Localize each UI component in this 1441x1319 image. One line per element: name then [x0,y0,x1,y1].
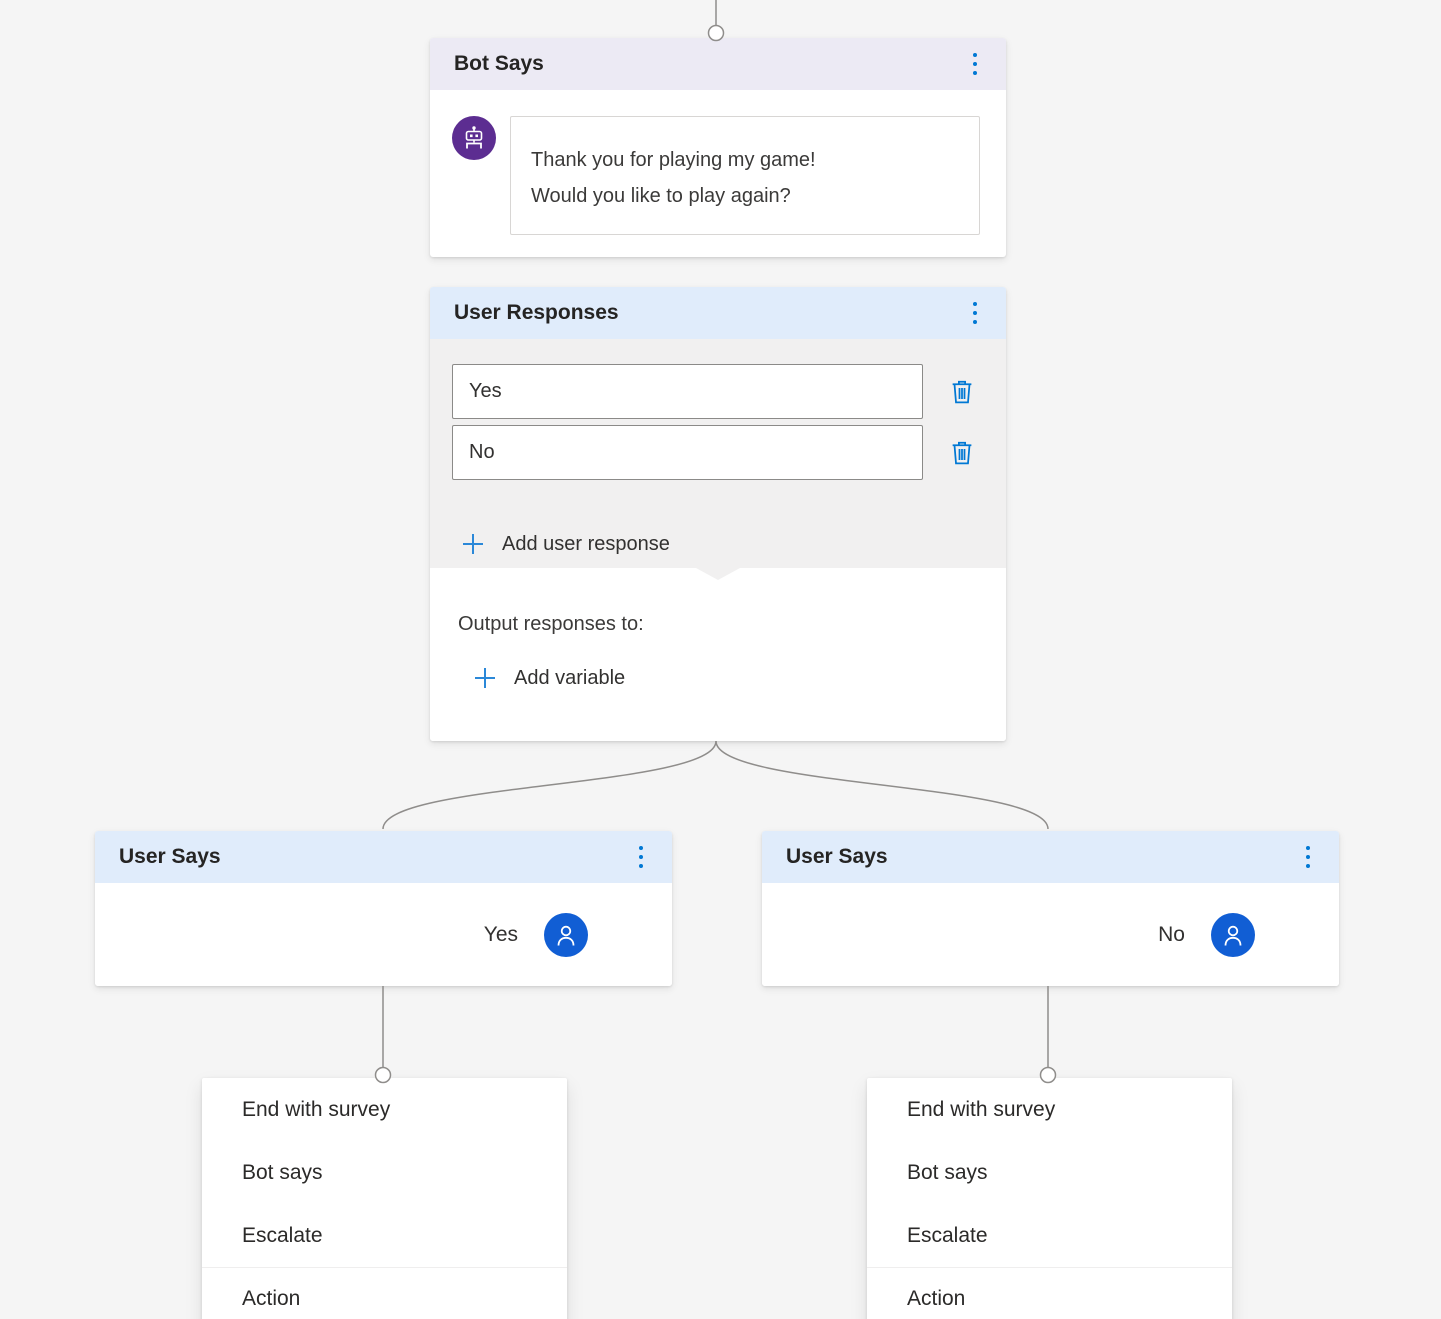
menu-item-action[interactable]: Action [867,1267,1232,1319]
bot-says-header: Bot Says [430,38,1006,90]
add-node-menu-right: End with survey Bot says Escalate Action [867,1078,1232,1319]
user-says-node-no[interactable]: User Says No [762,831,1339,986]
kebab-dot [639,864,643,868]
node-title: User Says [786,845,888,869]
add-user-response-label: Add user response [502,533,670,556]
menu-item-bot-says[interactable]: Bot says [202,1141,567,1204]
kebab-dot [1306,864,1310,868]
output-responses-label: Output responses to: [458,613,644,636]
kebab-dot [973,62,977,66]
node-title: Bot Says [454,52,544,76]
user-says-header: User Says [762,831,1339,883]
response-input[interactable] [452,364,923,419]
kebab-dot [973,302,977,306]
menu-item-escalate[interactable]: Escalate [867,1204,1232,1267]
kebab-dot [639,855,643,859]
add-variable-button[interactable]: Add variable [472,656,625,700]
menu-item-bot-says[interactable]: Bot says [867,1141,1232,1204]
node-title: User Says [119,845,221,869]
more-options-button[interactable] [1301,841,1315,873]
user-avatar [1211,913,1255,957]
kebab-dot [973,311,977,315]
bot-message-line: Would you like to play again? [531,178,959,214]
kebab-dot [973,320,977,324]
kebab-dot [1306,846,1310,850]
robot-icon [460,124,488,152]
trash-icon [947,438,977,468]
branch-connector-right [716,741,1048,829]
menu-item-action[interactable]: Action [202,1267,567,1319]
more-options-button[interactable] [634,841,648,873]
kebab-dot [1306,855,1310,859]
user-says-node-yes[interactable]: User Says Yes [95,831,672,986]
menu-item-escalate[interactable]: Escalate [202,1204,567,1267]
add-user-response-button[interactable]: Add user response [460,522,670,566]
trash-icon [947,377,977,407]
user-says-value: No [1158,923,1185,947]
user-says-value: Yes [484,923,518,947]
user-says-body: Yes [95,883,672,986]
section-notch [696,568,740,580]
branch-connector-left [383,741,716,829]
bot-message-line: Thank you for playing my game! [531,142,959,178]
person-icon [1218,920,1248,950]
user-responses-header: User Responses [430,287,1006,339]
kebab-dot [973,71,977,75]
plus-icon [472,665,498,691]
user-responses-node[interactable]: User Responses [430,287,1006,741]
more-options-button[interactable] [968,48,982,80]
add-variable-label: Add variable [514,667,625,690]
person-icon [551,920,581,950]
plus-icon [460,531,486,557]
delete-response-button[interactable] [944,435,980,471]
user-says-header: User Says [95,831,672,883]
node-title: User Responses [454,301,619,325]
user-says-body: No [762,883,1339,986]
menu-item-end-with-survey[interactable]: End with survey [867,1078,1232,1141]
add-node-menu-left: End with survey Bot says Escalate Action [202,1078,567,1319]
bot-message-field[interactable]: Thank you for playing my game! Would you… [510,116,980,235]
responses-section: Add user response [430,339,1006,568]
kebab-dot [639,846,643,850]
bot-says-node[interactable]: Bot Says Thank you for playing my game! … [430,38,1006,257]
output-section: Output responses to: Add variable [430,568,1006,741]
delete-response-button[interactable] [944,374,980,410]
bot-avatar [452,116,496,160]
kebab-dot [973,53,977,57]
user-avatar [544,913,588,957]
menu-item-end-with-survey[interactable]: End with survey [202,1078,567,1141]
response-input[interactable] [452,425,923,480]
more-options-button[interactable] [968,297,982,329]
